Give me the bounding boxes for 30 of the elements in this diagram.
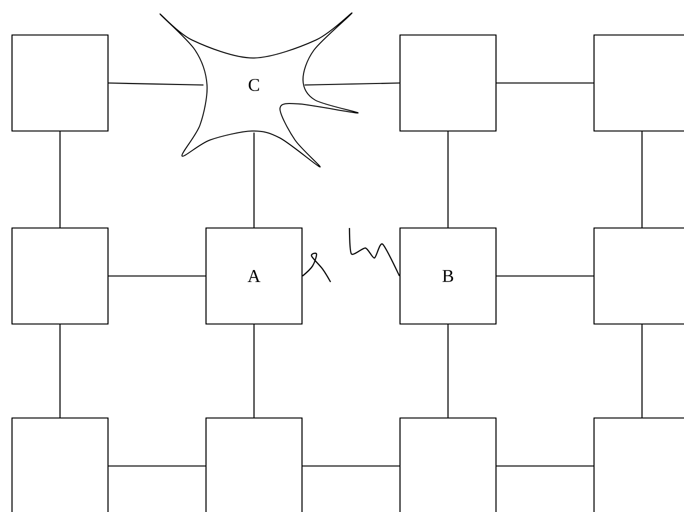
connection-line	[108, 275, 206, 277]
network-box: B	[399, 227, 497, 325]
connection-line	[304, 82, 400, 86]
network-box	[11, 417, 109, 512]
star-blob: C	[160, 12, 358, 168]
squiggly-line	[302, 252, 332, 282]
connection-line	[108, 465, 206, 467]
connection-line	[253, 132, 255, 228]
connection-line	[641, 324, 643, 418]
connection-line	[302, 465, 400, 467]
connection-line	[496, 82, 594, 84]
connection-line	[447, 132, 449, 228]
network-box	[593, 227, 684, 325]
connection-line	[59, 324, 61, 418]
network-box	[205, 417, 303, 512]
connection-line	[108, 82, 204, 86]
connection-line	[59, 132, 61, 228]
network-box	[593, 34, 684, 132]
network-box	[593, 417, 684, 512]
network-box	[11, 34, 109, 132]
network-box	[11, 227, 109, 325]
connection-line	[447, 324, 449, 418]
connection-line	[641, 132, 643, 228]
connection-line	[496, 275, 594, 277]
squiggly-line	[348, 228, 400, 276]
network-box	[399, 417, 497, 512]
network-box: A	[205, 227, 303, 325]
network-box	[399, 34, 497, 132]
connection-line	[496, 465, 594, 467]
connection-line	[253, 324, 255, 418]
